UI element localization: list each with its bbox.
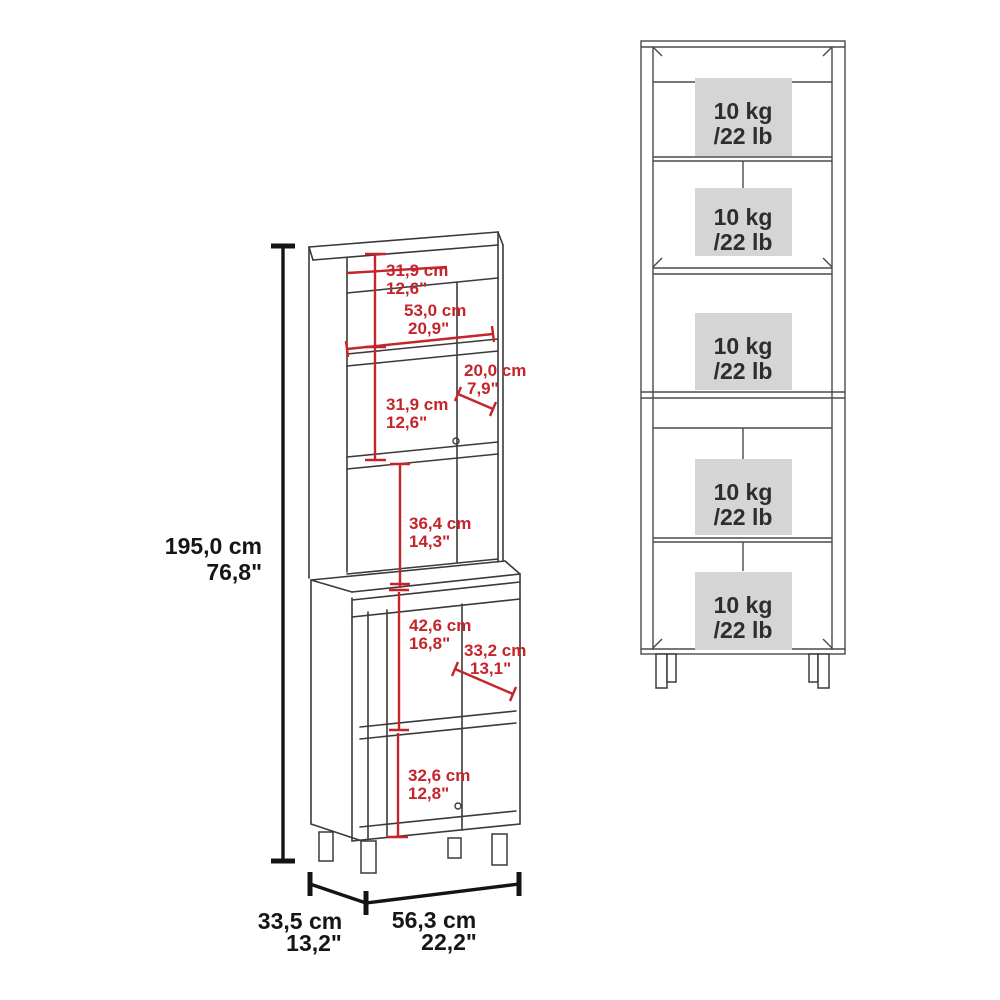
red-dimension-ticks [344, 252, 518, 839]
capacity-1-kg: 10 kg [714, 98, 773, 124]
capacity-4-lb: /22 lb [714, 504, 773, 530]
lower-door-knob [454, 802, 462, 810]
dim-upper-shelf-depth-in: 7,9" [467, 379, 499, 398]
vertical-dim-lines [346, 254, 514, 837]
leg-back-left [318, 831, 334, 862]
dim-second-shelf-height-in: 12,6" [386, 413, 427, 432]
dim-middle-section-in: 14,3" [409, 532, 450, 551]
dim-lower-shelf-depth-cm: 33,2 cm [464, 641, 526, 660]
capacity-box-1 [695, 78, 792, 156]
overall-height-cm: 195,0 cm [165, 533, 262, 559]
depth-dim-line [309, 882, 367, 905]
black-dimension-labels: 195,0 cm 76,8" 33,5 cm 13,2" 56,3 cm 22,… [165, 533, 477, 956]
dim-bottom-section-in: 12,8" [408, 784, 449, 803]
base-width-cm: 56,3 cm [392, 907, 476, 933]
dim-inner-width-cm: 53,0 cm [404, 301, 466, 320]
dim-top-shelf-height-in: 12,6" [386, 279, 427, 298]
capacity-1-lb: /22 lb [714, 123, 773, 149]
dim-inner-width-in: 20,9" [408, 319, 449, 338]
capacity-5-lb: /22 lb [714, 617, 773, 643]
black-dimension-lines [271, 243, 522, 915]
front-view-legs [655, 653, 830, 689]
capacity-4-kg: 10 kg [714, 479, 773, 505]
base-depth-cm: 33,5 cm [258, 908, 342, 934]
front-leg-right-inner [808, 653, 819, 683]
capacity-5-kg: 10 kg [714, 592, 773, 618]
right-view-cabinet-drawing: 10 kg /22 lb 10 kg /22 lb 10 kg /22 lb 1… [640, 40, 846, 689]
dim-lower-section-in: 16,8" [409, 634, 450, 653]
base-depth-in: 13,2" [286, 930, 342, 956]
front-leg-left-inner [666, 653, 677, 683]
red-dimension-labels: 31,9 cm 12,6" 53,0 cm 20,9" 20,0 cm 7,9"… [386, 261, 526, 803]
front-view-outline [640, 40, 846, 655]
dim-upper-shelf-depth-cm: 20,0 cm [464, 361, 526, 380]
capacity-3-kg: 10 kg [714, 333, 773, 359]
left-view-cabinet-drawing [308, 231, 521, 874]
capacity-boxes [695, 78, 792, 650]
overall-height-in: 76,8" [206, 559, 262, 585]
capacity-3-lb: /22 lb [714, 358, 773, 384]
leg-front-left [360, 840, 377, 874]
leg-back-right [447, 837, 462, 859]
width-dim-line [365, 882, 520, 905]
upper-door-knob [452, 437, 460, 445]
front-leg-right-outer [817, 653, 830, 689]
base-width-in: 22,2" [421, 929, 477, 955]
capacity-labels: 10 kg /22 lb 10 kg /22 lb 10 kg /22 lb 1… [714, 98, 773, 643]
capacity-box-5 [695, 572, 792, 650]
leg-front-right [491, 833, 508, 866]
base-cabinet-outline [310, 560, 521, 842]
dim-middle-section-cm: 36,4 cm [409, 514, 471, 533]
dim-lower-shelf-depth-in: 13,1" [470, 659, 511, 678]
capacity-box-4 [695, 459, 792, 535]
base-cabinet-legs [318, 831, 508, 874]
hutch-outline [308, 231, 504, 579]
dim-bottom-section-cm: 32,6 cm [408, 766, 470, 785]
capacity-2-lb: /22 lb [714, 229, 773, 255]
capacity-2-kg: 10 kg [714, 204, 773, 230]
dim-lower-section-cm: 42,6 cm [409, 616, 471, 635]
front-leg-left-outer [655, 653, 668, 689]
capacity-box-2 [695, 188, 792, 256]
red-dimension-lines [344, 252, 518, 839]
dim-second-shelf-height-cm: 31,9 cm [386, 395, 448, 414]
dim-top-shelf-height-cm: 31,9 cm [386, 261, 448, 280]
capacity-box-3 [695, 313, 792, 390]
